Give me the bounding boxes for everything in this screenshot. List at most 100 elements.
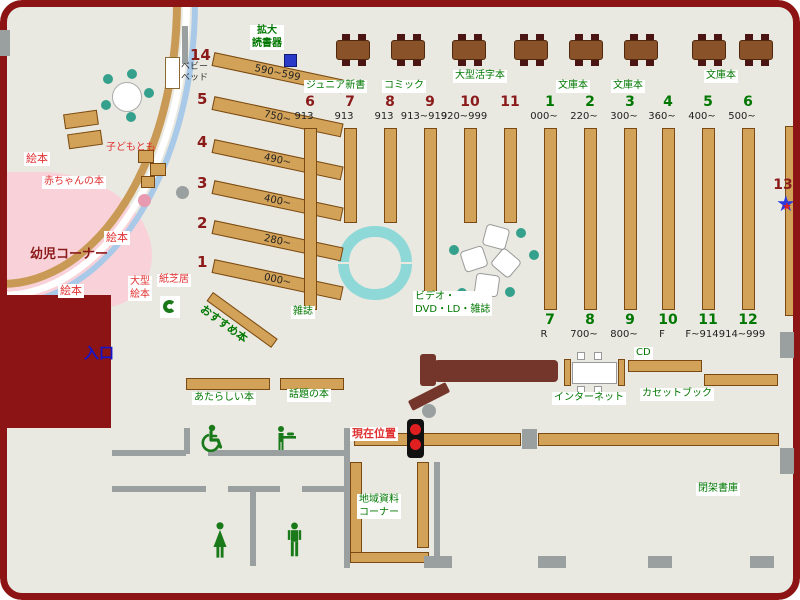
bookshelf-diagonal: 490~ [211, 139, 344, 181]
column-number: 11 [500, 94, 520, 110]
reading-table [624, 34, 658, 66]
picture-books-label: 絵本 [24, 152, 50, 166]
bookshelf [350, 552, 429, 563]
column-number: 9 [625, 312, 635, 328]
doorway-block [648, 556, 672, 568]
bookshelf [785, 126, 796, 316]
bookshelf [662, 128, 675, 310]
shelf-number: 3 [197, 174, 208, 192]
doorway-block [780, 448, 794, 474]
column-range: F~914 [685, 329, 719, 340]
column-range: 300~ [610, 111, 638, 122]
infant-corner-title: 幼児コーナー [30, 247, 109, 262]
new-books-shelf [186, 378, 270, 390]
shelf-range: 000~ [262, 271, 293, 288]
partition [618, 359, 625, 386]
bookshelf [544, 128, 557, 310]
baby-bed [165, 57, 180, 89]
chair-dot [127, 69, 137, 79]
doorway-block [0, 30, 10, 56]
column-range: 920~999 [440, 111, 488, 122]
column-range: 400~ [688, 111, 716, 122]
chair [594, 352, 602, 360]
wall-segment [522, 429, 537, 449]
column-number: 2 [585, 94, 595, 110]
magazine-display-rack [338, 264, 412, 300]
column-number: 1 [545, 94, 555, 110]
column-range: R [540, 329, 548, 340]
magnifier-label: 拡大 読書器 [250, 25, 284, 50]
large-picture-books-line2: 絵本 [130, 288, 150, 300]
star-marker-core: ★ [782, 200, 792, 213]
wall-segment [182, 26, 188, 64]
stool-pink [138, 194, 151, 207]
bookshelf [584, 128, 597, 310]
large-picture-books-label: 大型 絵本 [128, 276, 152, 301]
reading-table [692, 34, 726, 66]
browsing-table [459, 244, 489, 274]
baby-bed-label-line1: ベビー [181, 62, 209, 72]
baby-bed-label-line2: ベッド [181, 73, 209, 84]
column-number: 10 [460, 94, 480, 110]
shelf-range: 490~ [262, 151, 293, 168]
shelf-number: 4 [197, 133, 208, 151]
partition [564, 359, 571, 386]
bookshelf [464, 128, 477, 223]
column-range: 800~ [610, 329, 638, 340]
current-location-marker [407, 419, 424, 458]
stool-gray [422, 404, 436, 418]
column-range: 360~ [648, 111, 676, 122]
column-number: 6 [305, 94, 315, 110]
doorway-block [750, 556, 774, 568]
column-range: 913~919 [400, 111, 448, 122]
reading-table [739, 34, 773, 66]
column-range: 700~ [570, 329, 598, 340]
shelf-number: 2 [197, 214, 208, 232]
wall-segment [250, 486, 256, 566]
wall-segment [112, 486, 206, 492]
column-range: F [659, 329, 665, 340]
new-books-label: あたらしい本 [192, 392, 256, 405]
chair-dot [144, 88, 154, 98]
wall-segment [434, 462, 440, 566]
wall-segment [208, 450, 350, 456]
wall-segment [184, 428, 190, 454]
service-counter [420, 354, 436, 386]
browsing-table [481, 223, 511, 251]
bookshelf [504, 128, 517, 223]
column-number-13: 13 [773, 177, 793, 193]
local-materials-line2: コーナー [359, 506, 399, 518]
bookshelf [417, 462, 429, 548]
column-number: 3 [625, 94, 635, 110]
section-label-comic: コミック [382, 80, 426, 93]
wall-segment [112, 450, 186, 456]
picture-books-label: 絵本 [58, 284, 84, 298]
step-block [141, 176, 155, 188]
column-number: 7 [345, 94, 355, 110]
shelf-number: 14 [190, 46, 211, 64]
section-label-bunko: 文庫本 [556, 80, 590, 93]
cassette-label: カセットブック [640, 388, 714, 401]
magnifier-label-line1: 拡大 [257, 25, 277, 36]
column-range: 914~999 [718, 329, 766, 340]
shelf-range: 400~ [262, 192, 293, 209]
column-number: 10 [658, 312, 678, 328]
column-number: 8 [385, 94, 395, 110]
wall-segment [344, 428, 350, 568]
wheelchair-icon [198, 424, 224, 452]
star-marker: ★ [776, 192, 796, 217]
column-range: 913 [334, 111, 354, 122]
osusume-shelf: おすすめ本 [197, 292, 278, 361]
column-number: 11 [698, 312, 718, 328]
chair-dot [449, 245, 459, 255]
step-block [150, 163, 166, 176]
shelf-range: 280~ [262, 232, 293, 249]
kamishibai-label: 紙芝居 [157, 274, 191, 287]
video-dvd-label-line1: ビデオ・ [415, 291, 455, 302]
mens-restroom-icon [286, 522, 303, 559]
chair [577, 352, 585, 360]
shelf-number: 5 [197, 90, 208, 108]
section-label-bunko: 文庫本 [704, 70, 738, 83]
entrance-label: 入口 [84, 344, 115, 362]
